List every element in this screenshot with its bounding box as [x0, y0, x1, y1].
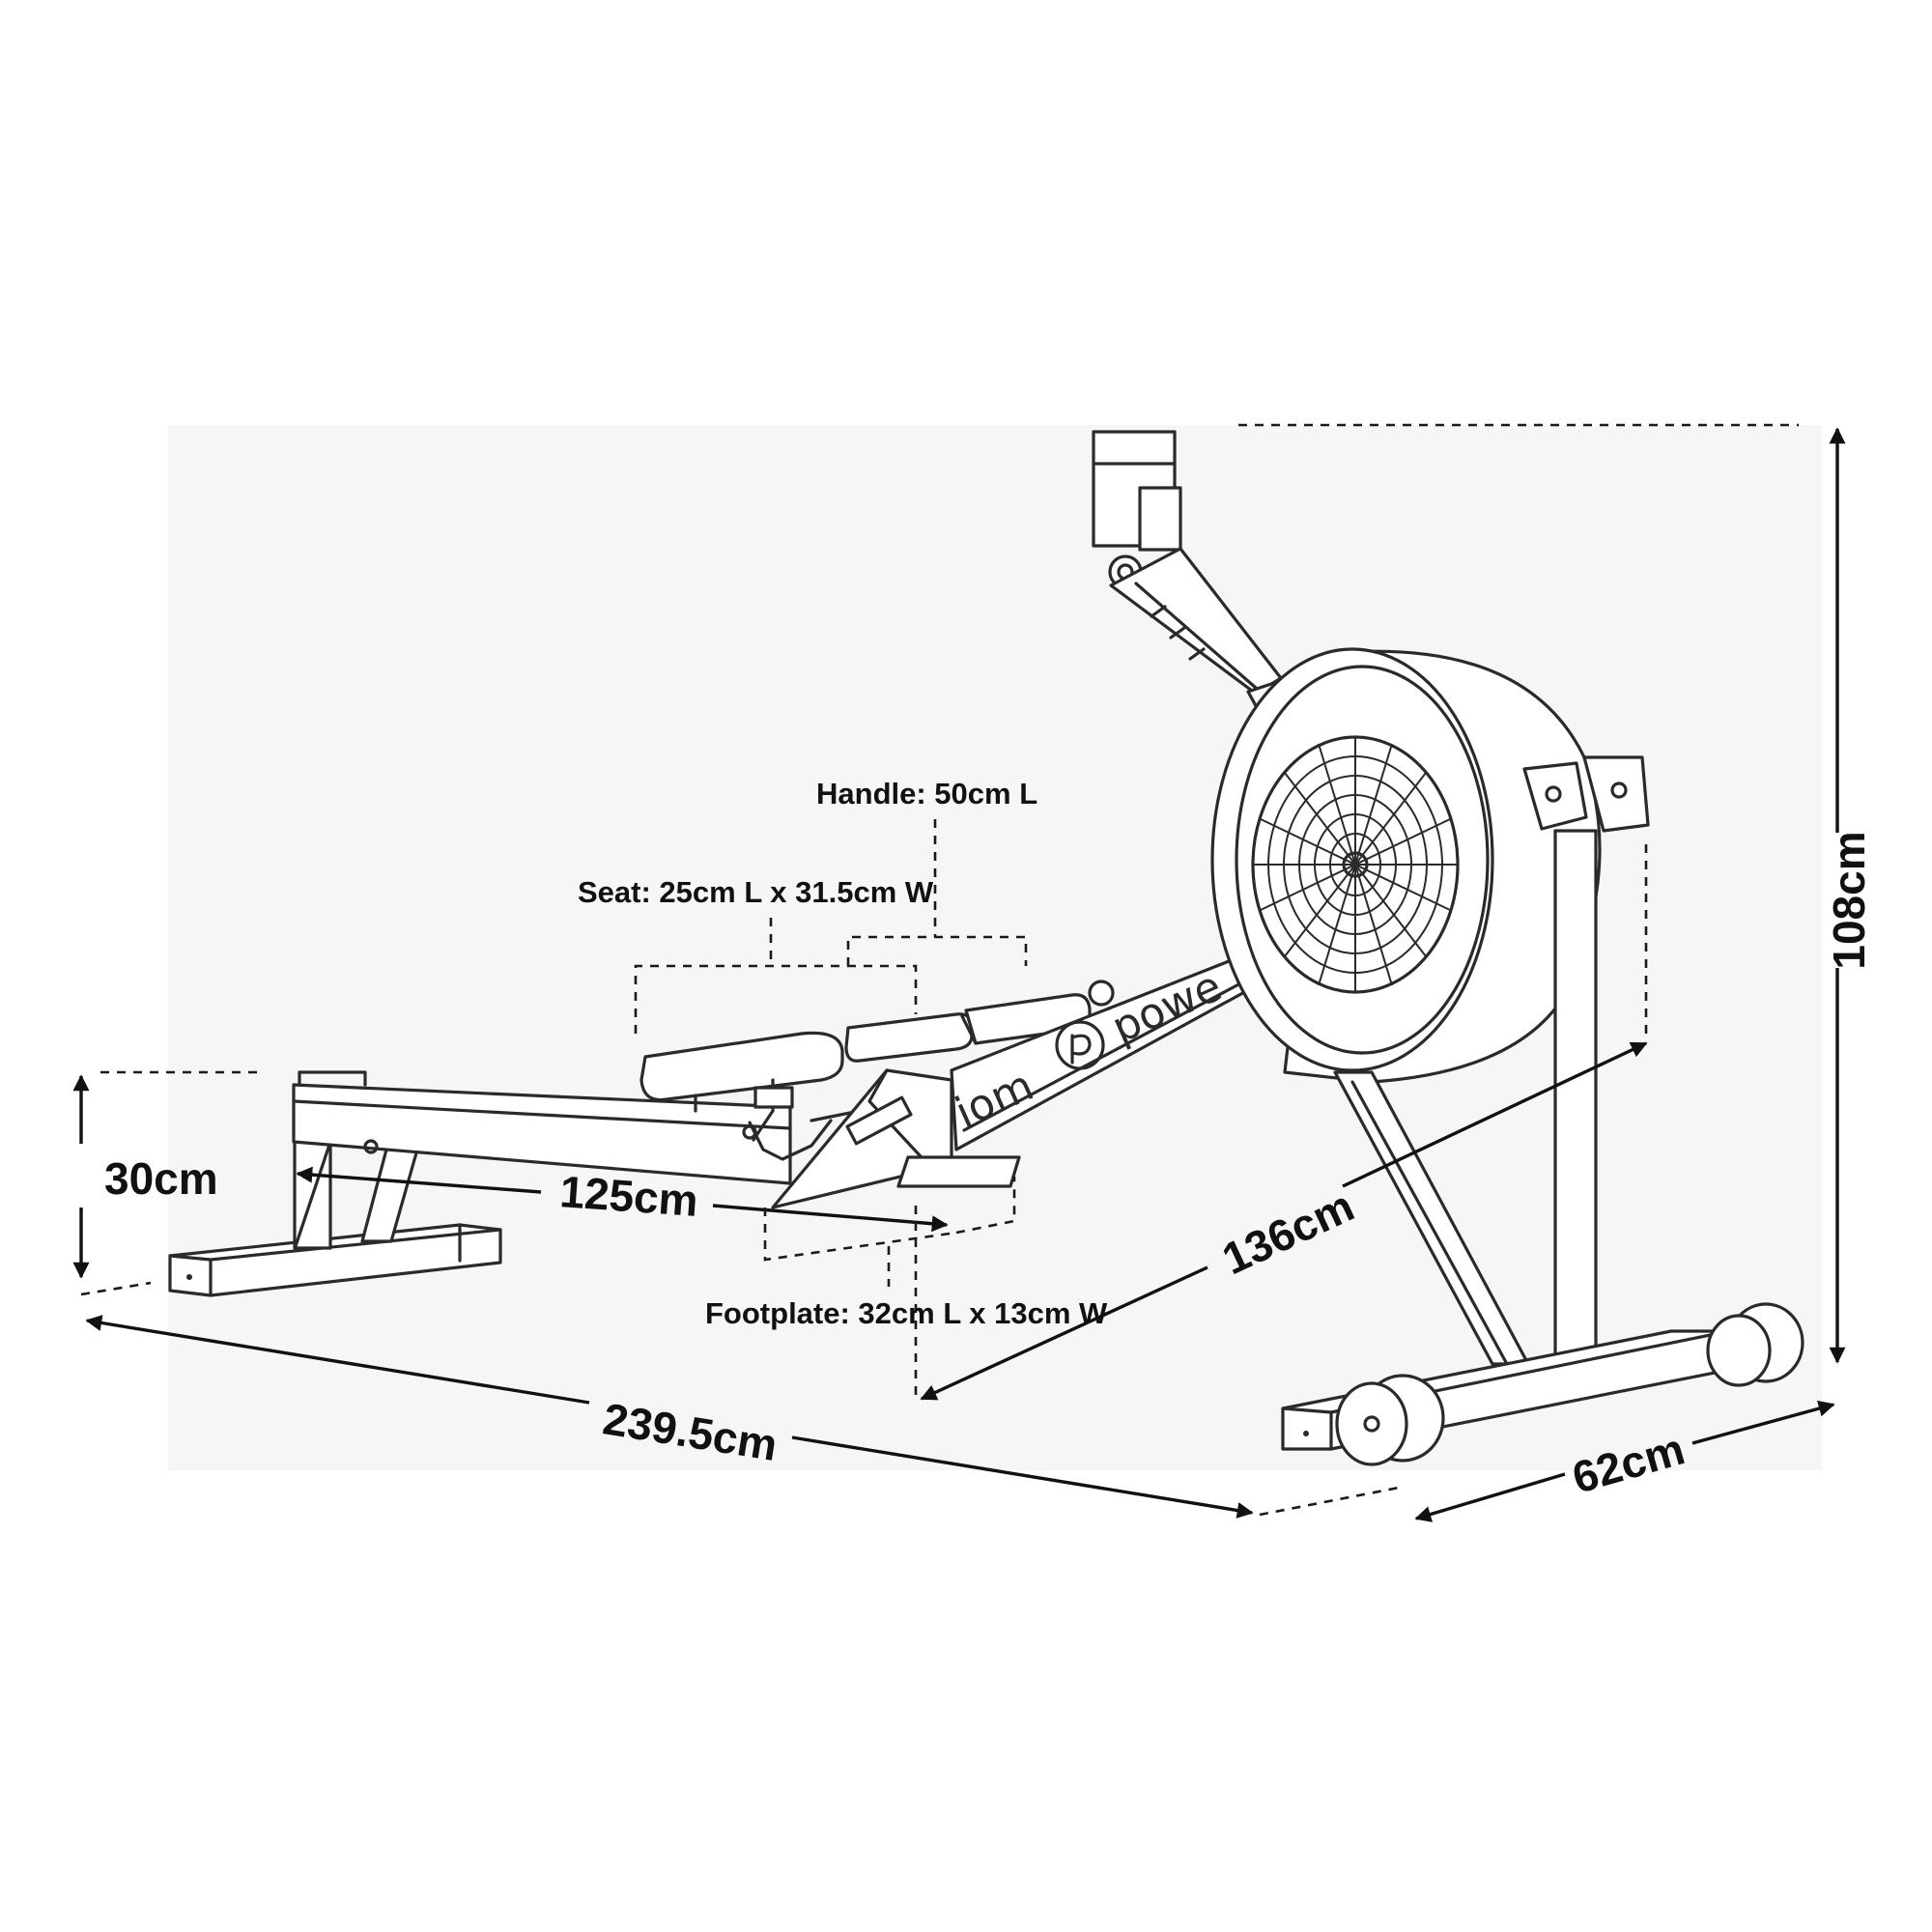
handle-callout-bracket: [846, 935, 1028, 966]
frame-arrow-upper: [1342, 1041, 1648, 1188]
dimension-guides: [72, 423, 1846, 1522]
flywheel-housing: [1210, 647, 1650, 1084]
rail-arrow-left: [296, 1166, 542, 1194]
wheel-front: [1335, 1374, 1445, 1466]
seat-callout-bracket: [634, 964, 918, 1034]
rail-arrow-right: [712, 1204, 949, 1233]
rowing-machine-illustration: iom powe: [168, 430, 1804, 1466]
footplate-callout: Footplate: 32cm L x 13cm W: [705, 1296, 1108, 1330]
wheel-rear: [1706, 1302, 1804, 1387]
footplate-callout-bracket-right: [955, 1177, 1016, 1235]
handle-callout: Handle: 50cm L: [816, 777, 1037, 810]
rear-foot-bar: [1281, 1302, 1804, 1466]
rail-length-label: 125cm: [558, 1166, 700, 1226]
width-label: 62cm: [1567, 1423, 1690, 1502]
seat-callout: Seat: 25cm L x 31.5cm W: [578, 875, 934, 909]
total-length-arrow-right: [791, 1435, 1254, 1519]
seat-linkage: [742, 1109, 862, 1161]
seat-height-label: 30cm: [104, 1153, 218, 1204]
total-length-right-guide: [1259, 1486, 1400, 1517]
total-length-label: 239.5cm: [600, 1393, 781, 1470]
front-foot-bar: [168, 1223, 502, 1297]
frame-arrow-lower: [920, 1265, 1208, 1401]
height-label: 108cm: [1824, 831, 1874, 969]
width-arrow-right: [1691, 1400, 1835, 1445]
footplate: [771, 1068, 1021, 1209]
brand-logo: iom powe: [949, 962, 1229, 1139]
footplate-callout-bracket-left: [763, 1208, 957, 1262]
seat: [639, 1031, 844, 1113]
component-callouts: Handle: 50cm L Seat: 25cm L x 31.5cm W F…: [578, 777, 1108, 1330]
seat-rail: [292, 1070, 792, 1185]
fan-guard: [1251, 735, 1460, 994]
brand-text-right: powe: [1105, 962, 1229, 1054]
width-arrow-left: [1414, 1472, 1566, 1522]
length-left-guide: [80, 1281, 152, 1296]
total-length-arrow-left: [85, 1315, 590, 1405]
frame-length-label: 136cm: [1214, 1180, 1361, 1285]
